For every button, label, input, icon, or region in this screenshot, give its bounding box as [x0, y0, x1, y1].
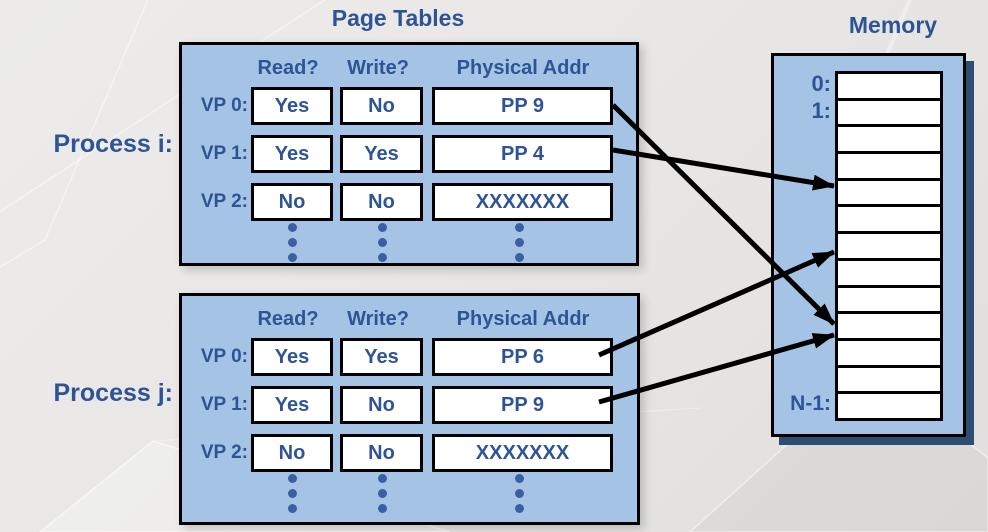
pt-cell-physical-addr: PP 6: [432, 338, 613, 376]
memory-title: Memory: [848, 12, 938, 38]
pt-cell-write: Yes: [340, 338, 423, 376]
pt-cell-read: No: [251, 434, 333, 472]
memory-cell: [835, 97, 943, 128]
ellipsis-dots: [514, 223, 524, 262]
pt-cell-write: No: [340, 87, 423, 125]
memory-cell: [835, 151, 943, 181]
ellipsis-dots: [377, 223, 387, 262]
memory-cell: [835, 311, 943, 341]
memory-row-label-1: 1:: [811, 98, 831, 123]
pt-cell-write: No: [340, 183, 423, 221]
memory-cell: [835, 364, 943, 395]
ellipsis-dots: [514, 474, 524, 513]
process-j-label: Process j:: [53, 379, 173, 407]
vp-label: VP 2:: [200, 442, 248, 463]
process-i-label: Process i:: [53, 130, 173, 158]
pt-cell-physical-addr: PP 9: [432, 386, 613, 424]
ellipsis-dots: [287, 223, 297, 262]
pt-cell-physical-addr: XXXXXXX: [432, 434, 613, 472]
vp-label: VP 1:: [200, 143, 248, 164]
memory-cell: [835, 124, 943, 155]
memory-cell: [835, 257, 943, 288]
memory-cell: [835, 231, 943, 261]
memory-row-label-n-1: N-1:: [790, 392, 831, 415]
pt-cell-write: No: [340, 386, 423, 424]
page-tables-title: Page Tables: [331, 5, 465, 31]
ellipsis-dots: [377, 474, 387, 513]
vp-label: VP 0:: [200, 346, 248, 367]
vp-label: VP 0:: [200, 95, 248, 116]
vp-label: VP 2:: [200, 191, 248, 212]
page-table-process-i: Read? Write? Physical Addr VP 0: Yes No …: [179, 42, 639, 266]
column-header-physical-addr: Physical Addr: [456, 57, 590, 79]
memory-cell: [835, 337, 943, 368]
pt-cell-write: Yes: [340, 135, 423, 173]
ellipsis-dots: [287, 474, 297, 513]
pt-cell-physical-addr: PP 9: [432, 87, 613, 125]
pt-cell-physical-addr: PP 4: [432, 135, 613, 173]
pt-cell-read: Yes: [251, 135, 333, 173]
column-header-write: Write?: [347, 57, 409, 79]
memory-row-label-0: 0:: [811, 71, 831, 96]
memory-box: 0: 1: N-1:: [771, 53, 966, 437]
page-table-process-j: Read? Write? Physical Addr VP 0: Yes Yes…: [179, 293, 640, 525]
column-header-physical-addr: Physical Addr: [456, 308, 590, 330]
pt-cell-physical-addr: XXXXXXX: [432, 183, 613, 221]
pt-cell-read: No: [251, 183, 333, 221]
memory-cell: [835, 204, 943, 235]
pt-cell-read: Yes: [251, 386, 333, 424]
column-header-read: Read?: [257, 308, 319, 330]
memory-cell: [835, 177, 943, 208]
pt-cell-read: Yes: [251, 87, 333, 125]
vp-label: VP 1:: [200, 394, 248, 415]
memory-cell: [835, 284, 943, 315]
memory-cells: [835, 71, 943, 421]
column-header-write: Write?: [347, 308, 409, 330]
memory-cell: [835, 391, 943, 421]
pt-cell-read: Yes: [251, 338, 333, 376]
pt-cell-write: No: [340, 434, 423, 472]
column-header-read: Read?: [257, 57, 319, 79]
memory-cell: [835, 71, 943, 101]
